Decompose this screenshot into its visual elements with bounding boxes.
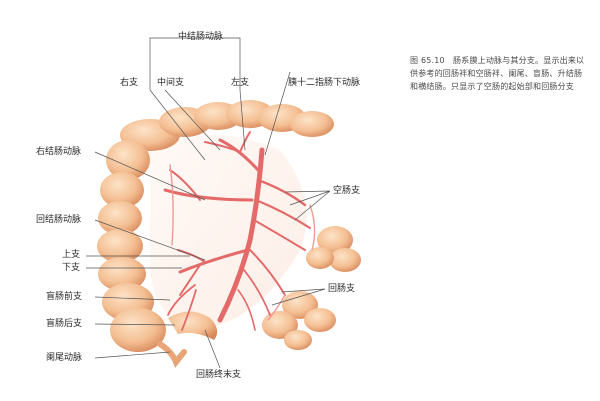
ascending-colon bbox=[97, 140, 166, 352]
ileal-loops bbox=[262, 291, 336, 350]
jejunal-loops bbox=[306, 226, 361, 272]
sma-trunk bbox=[217, 147, 265, 323]
label-jejunal-branches: 空肠支 bbox=[333, 186, 361, 196]
label-middle-colic: 中结肠动脉 bbox=[178, 32, 224, 42]
artery-tree bbox=[163, 131, 316, 331]
label-ileocolic: 回结肠动脉 bbox=[36, 215, 82, 225]
label-ileal-terminal: 回肠终末支 bbox=[196, 370, 242, 380]
jejunal-artery bbox=[256, 178, 307, 207]
label-left-branch: 左支 bbox=[231, 78, 250, 88]
label-right-branch: 右支 bbox=[120, 78, 139, 88]
label-appendicular: 阑尾动脉 bbox=[46, 353, 83, 363]
label-middle-branch: 中间支 bbox=[157, 78, 185, 88]
transverse-colon bbox=[120, 100, 334, 151]
terminal-ileum bbox=[168, 311, 218, 340]
label-upper-branch: 上支 bbox=[62, 250, 81, 260]
ileocolic-artery bbox=[178, 248, 250, 274]
label-posterior-cecal: 盲肠后支 bbox=[46, 319, 83, 329]
label-inf-pancreaticoduodenal: 胰十二指肠下动脉 bbox=[288, 78, 361, 88]
leader-lines bbox=[86, 37, 331, 369]
label-lower-branch: 下支 bbox=[62, 263, 81, 273]
ileal-artery bbox=[249, 249, 286, 296]
label-anterior-cecal: 盲肠前支 bbox=[46, 292, 83, 302]
figure-caption: 图 65.10 肠系膜上动脉与其分支。显示出来以供参考的回肠袢和空肠袢、阑尾、盲… bbox=[410, 56, 585, 91]
label-ileal-branches: 回肠支 bbox=[328, 284, 356, 294]
label-right-colic: 右结肠动脉 bbox=[36, 147, 82, 157]
appendix bbox=[157, 341, 187, 368]
